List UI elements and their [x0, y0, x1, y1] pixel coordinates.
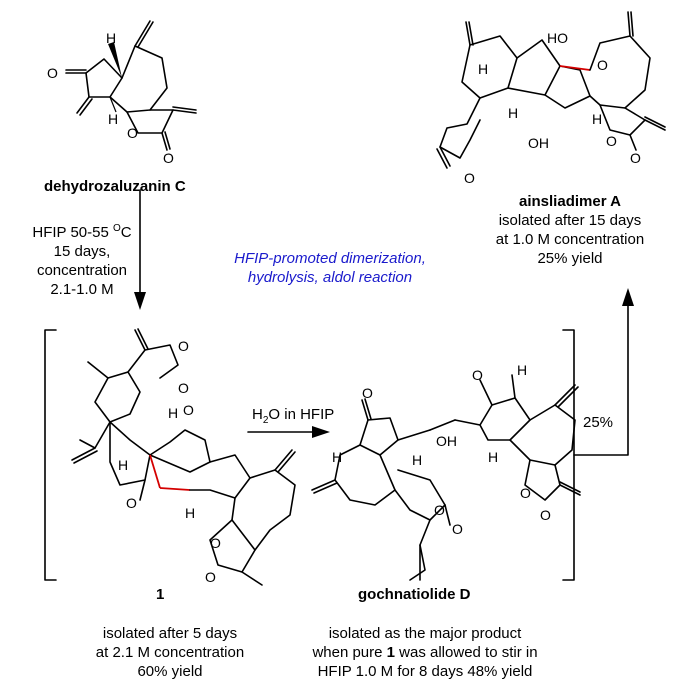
svg-text:O: O	[210, 535, 221, 551]
svg-text:H: H	[592, 111, 602, 127]
svg-text:O: O	[452, 521, 463, 537]
structure-gochnatiolide-d: O OH H H O O O H O O H	[311, 362, 581, 581]
svg-text:OH: OH	[528, 135, 549, 151]
svg-text:O: O	[597, 57, 608, 73]
svg-text:H: H	[488, 449, 498, 465]
conditions-water: H2O in HFIP	[252, 406, 335, 426]
svg-text:O: O	[47, 65, 58, 81]
svg-text:HO: HO	[547, 30, 568, 46]
svg-text:H: H	[118, 457, 128, 473]
svg-text:O: O	[178, 380, 189, 396]
note-compound-1: isolated after 5 days at 2.1 M concentra…	[95, 625, 245, 680]
yield-25: 25%	[583, 414, 614, 431]
svg-text:H: H	[412, 452, 422, 468]
svg-text:H: H	[478, 61, 488, 77]
svg-text:O: O	[540, 507, 551, 523]
svg-text:H: H	[517, 362, 527, 378]
svg-text:O: O	[362, 385, 373, 401]
svg-text:O: O	[126, 495, 137, 511]
svg-text:O: O	[127, 125, 138, 141]
svg-text:O: O	[163, 150, 174, 166]
svg-text:H: H	[185, 505, 195, 521]
structure-ainsliadimer-a: HO H OH H O O O O H	[436, 11, 666, 186]
arrow-right	[247, 426, 330, 438]
svg-text:H: H	[108, 111, 118, 127]
svg-text:H: H	[508, 105, 518, 121]
svg-text:O: O	[183, 402, 194, 418]
structure-intermediate-1: H O O H O H O O O	[71, 328, 296, 586]
label-dehydrozaluzanin-c: dehydrozaluzanin C	[44, 178, 186, 195]
svg-text:O: O	[520, 485, 531, 501]
svg-text:O: O	[606, 133, 617, 149]
note-dimerization: HFIP-promoted dimerization, hydrolysis, …	[234, 250, 426, 286]
left-bracket	[44, 329, 57, 581]
svg-text:H: H	[106, 30, 116, 46]
arrow-up	[573, 288, 634, 456]
svg-text:H: H	[168, 405, 178, 421]
svg-text:O: O	[464, 170, 475, 186]
svg-text:O: O	[472, 367, 483, 383]
right-bracket	[562, 329, 575, 581]
label-gochnatiolide-d: gochnatiolide D	[358, 586, 471, 603]
structure-dehydrozaluzanin-c: H H O O O	[47, 20, 197, 166]
note-gochnatiolide-d: isolated as the major product when pure …	[312, 625, 538, 680]
label-compound-1: 1	[156, 586, 165, 603]
arrow-down	[134, 189, 146, 310]
svg-text:OH: OH	[436, 433, 457, 449]
svg-text:O: O	[434, 502, 445, 518]
svg-text:O: O	[630, 150, 641, 166]
label-ainsliadimer-a: ainsliadimer A isolated after 15 days at…	[495, 193, 645, 267]
conditions-step1: HFIP 50-55 OC 15 days, concentration 2.1…	[32, 223, 132, 298]
svg-text:O: O	[178, 338, 189, 354]
svg-text:O: O	[205, 569, 216, 585]
svg-text:H: H	[332, 449, 342, 465]
